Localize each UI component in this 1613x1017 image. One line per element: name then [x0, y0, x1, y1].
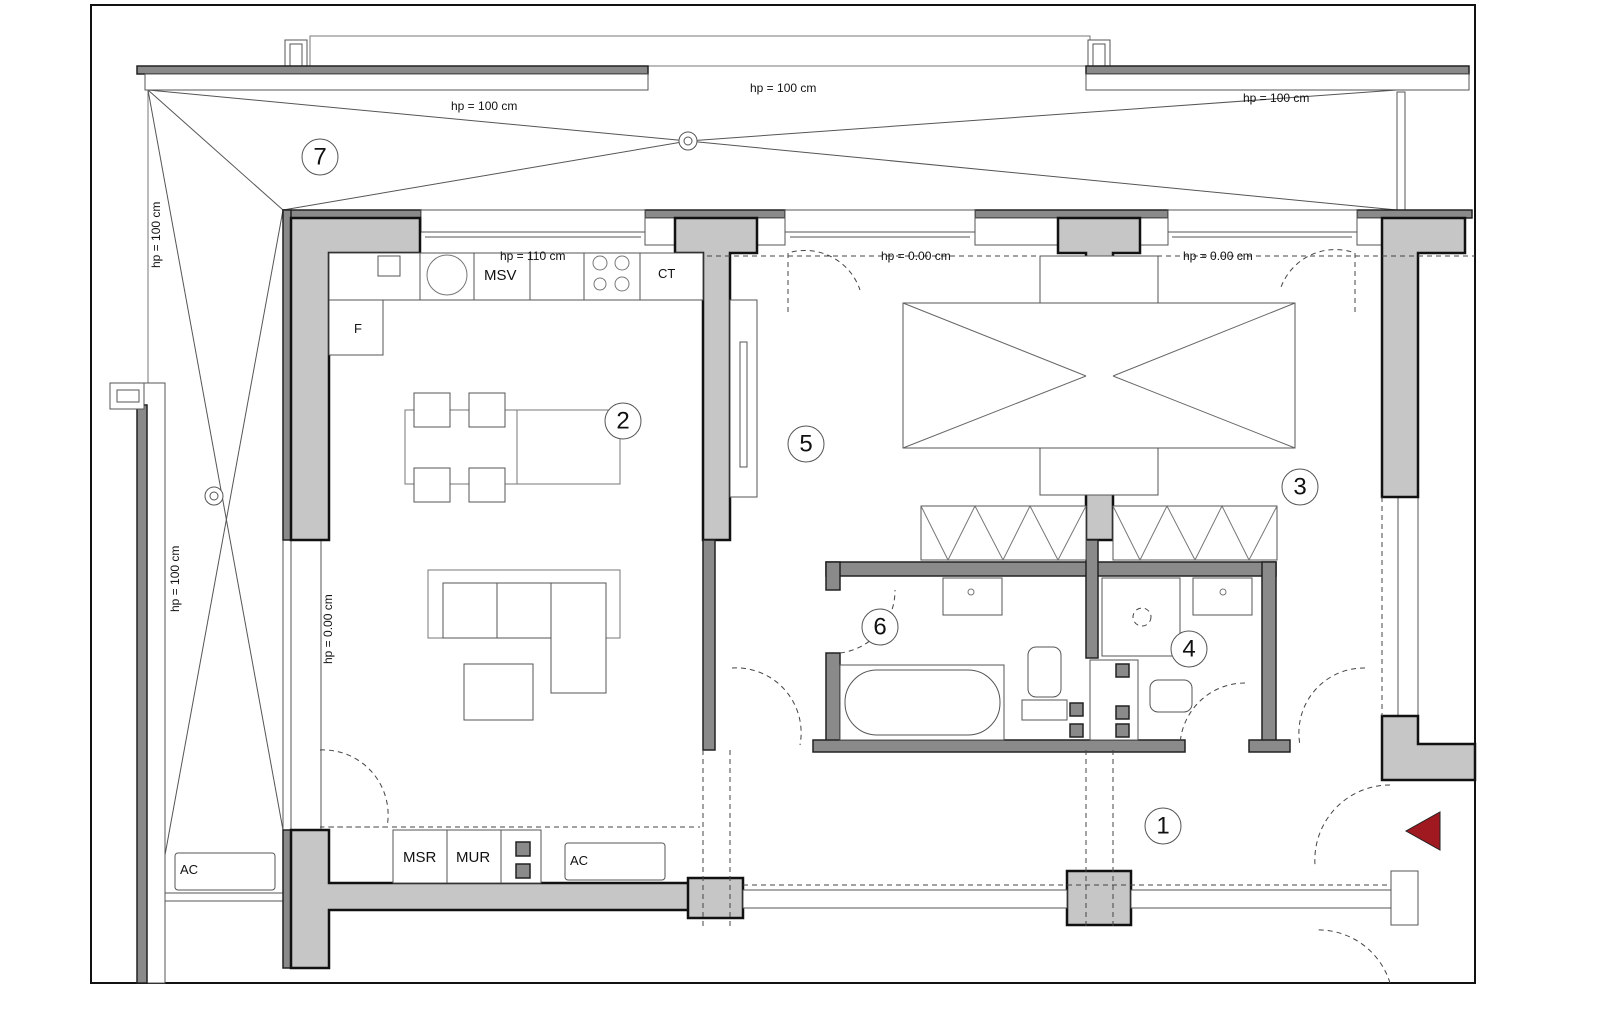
sill-height-label: hp = 100 cm	[451, 99, 517, 113]
sill-height-label: hp = 100 cm	[149, 202, 163, 268]
sill-height-label: hp = 0.00 cm	[881, 249, 951, 263]
bathroom-walls	[812, 539, 1291, 753]
room-number-6: 6	[873, 614, 886, 641]
dishwasher-label: MSV	[484, 267, 517, 284]
room-number-1: 1	[1156, 813, 1169, 840]
dryer-label: MSR	[403, 849, 437, 866]
sill-height-label: hp = 100 cm	[1243, 91, 1309, 105]
sink-icon	[426, 254, 468, 296]
sill-height-label: hp = 0.00 cm	[1183, 249, 1253, 263]
sill-height-label: hp = 100 cm	[750, 81, 816, 95]
kitchen	[328, 252, 758, 498]
room-number-4: 4	[1182, 636, 1195, 663]
bathroom-fixtures	[839, 577, 1253, 741]
washer-label: MUR	[456, 849, 490, 866]
entry-arrow-icon	[1404, 811, 1441, 851]
utility	[174, 829, 666, 891]
room-number-7: 7	[313, 144, 326, 171]
cabinet-label: CT	[658, 266, 675, 281]
room-tags: 7 2 5 3 6 4 1	[301, 138, 1319, 845]
drawing-frame	[90, 4, 1476, 984]
room-number-5: 5	[799, 431, 812, 458]
terrace-outline	[136, 35, 1470, 856]
sill-height-label: hp = 110 cm	[500, 249, 565, 263]
sill-height-label: hp = 100 cm	[168, 546, 182, 612]
furniture-living	[404, 392, 621, 721]
room-number-2: 2	[616, 408, 629, 435]
furniture-bedroom	[902, 255, 1296, 562]
room-number-3: 3	[1293, 474, 1306, 501]
ac-unit-label: AC	[180, 862, 198, 877]
socket-icon	[377, 255, 401, 277]
ac-unit-label: AC	[570, 853, 588, 868]
fridge-label: F	[354, 321, 362, 336]
sill-height-label: hp = 0.00 cm	[321, 594, 335, 664]
